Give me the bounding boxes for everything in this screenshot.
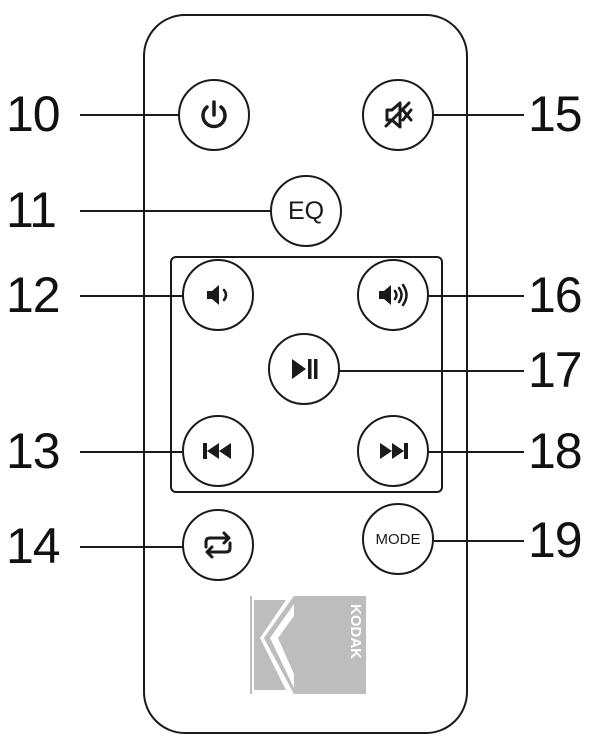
callout-line-18 — [428, 451, 524, 453]
callout-line-14 — [80, 546, 184, 548]
callout-line-15 — [434, 114, 524, 116]
mode-button[interactable]: MODE — [362, 503, 434, 575]
callout-line-17 — [338, 370, 524, 372]
next-track-button[interactable] — [357, 415, 429, 487]
volume-up-button[interactable] — [357, 259, 429, 331]
callout-number-16: 16 — [528, 267, 583, 323]
callout-number-15: 15 — [528, 86, 583, 142]
mute-button[interactable] — [362, 79, 434, 151]
svg-text:KODAK: KODAK — [347, 604, 364, 659]
mode-label: MODE — [375, 530, 421, 548]
callout-number-14: 14 — [6, 518, 61, 574]
previous-track-button[interactable] — [182, 415, 254, 487]
callout-number-11: 11 — [6, 182, 57, 238]
volume-down-icon — [207, 285, 228, 305]
callout-number-18: 18 — [528, 423, 583, 479]
previous-track-icon — [203, 443, 231, 459]
repeat-button[interactable] — [182, 509, 254, 581]
callout-number-12: 12 — [6, 267, 61, 323]
repeat-icon — [204, 531, 232, 559]
callout-line-16 — [428, 295, 524, 297]
volume-up-icon — [379, 283, 408, 307]
callout-number-19: 19 — [528, 512, 583, 568]
callout-line-12 — [80, 295, 184, 297]
callout-number-10: 10 — [6, 86, 61, 142]
volume-down-button[interactable] — [182, 259, 254, 331]
play-pause-icon — [292, 359, 318, 379]
power-button[interactable] — [178, 79, 250, 151]
callout-number-17: 17 — [528, 342, 583, 398]
callout-line-19 — [434, 540, 524, 542]
kodak-logo: KODAK — [250, 596, 366, 694]
callout-line-11 — [80, 210, 272, 212]
callout-line-10 — [80, 114, 178, 116]
power-icon — [201, 100, 227, 129]
play-pause-button[interactable] — [268, 333, 340, 405]
playback-control-frame — [170, 256, 443, 493]
eq-button[interactable]: EQ — [270, 175, 342, 247]
eq-label: EQ — [287, 196, 325, 225]
callout-line-13 — [80, 451, 184, 453]
mute-icon — [384, 101, 413, 129]
callout-number-13: 13 — [6, 423, 61, 479]
next-track-icon — [380, 443, 408, 459]
